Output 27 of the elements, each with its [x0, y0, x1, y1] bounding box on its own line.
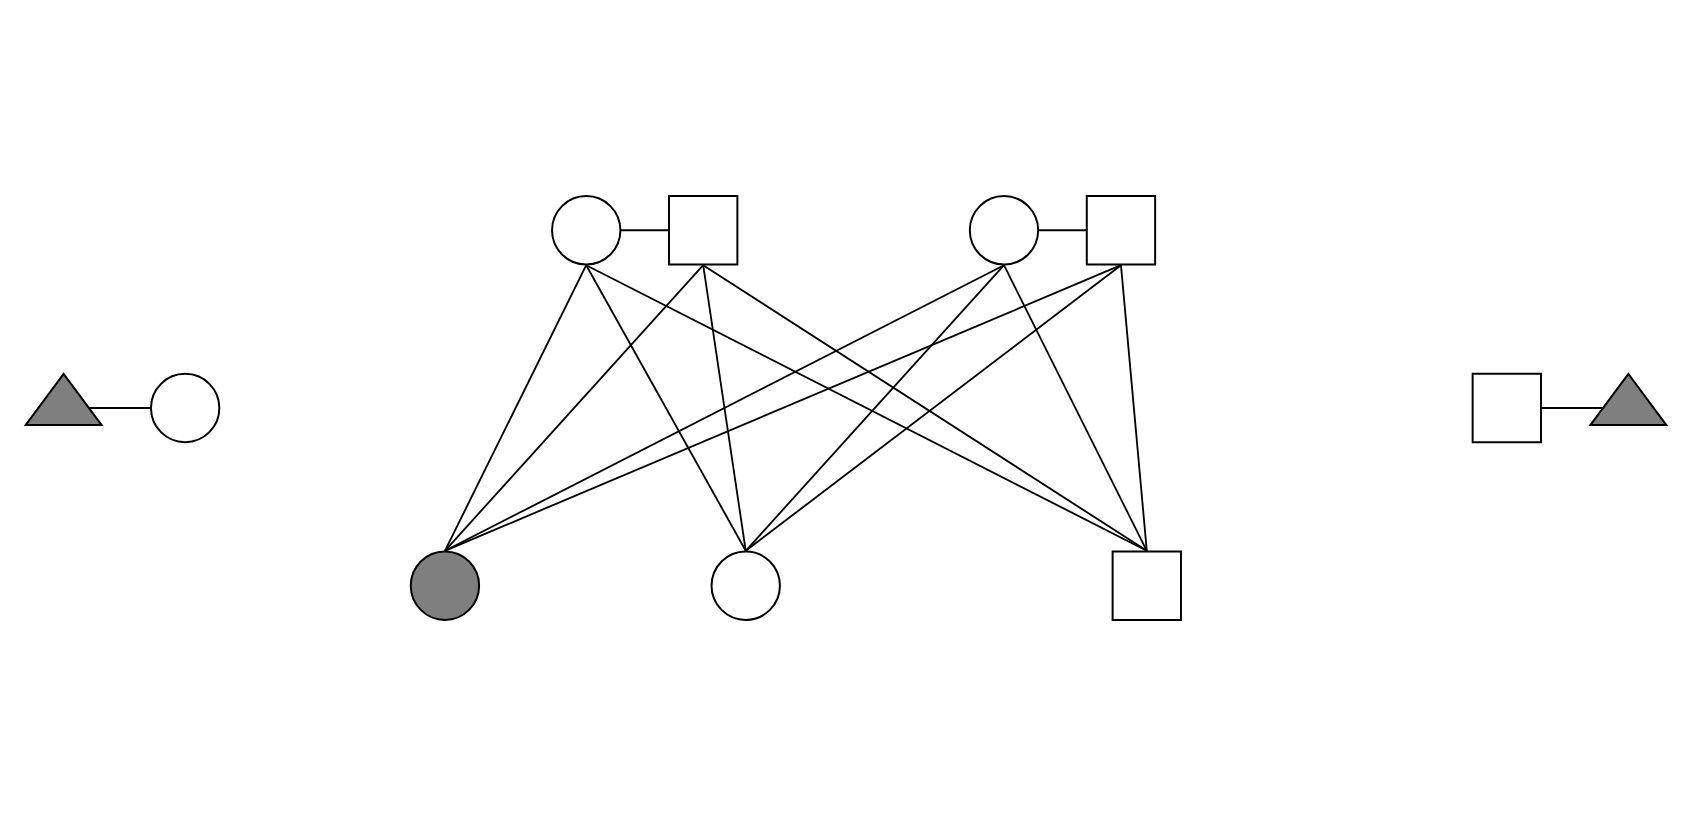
node-square	[668, 194, 739, 265]
node-triangle	[1588, 371, 1669, 426]
node-circle	[150, 371, 221, 443]
node-square	[1111, 549, 1182, 620]
node-circle	[409, 549, 481, 620]
node-triangle	[23, 371, 104, 426]
connector	[1120, 263, 1148, 551]
connector	[1540, 406, 1604, 408]
connector	[702, 263, 747, 551]
connector	[585, 263, 747, 551]
connector	[444, 263, 705, 551]
connector	[1003, 263, 1148, 551]
node-square	[1471, 371, 1542, 443]
connector	[444, 263, 1122, 551]
connector	[585, 263, 1148, 551]
connector	[744, 263, 1005, 551]
connector	[702, 263, 1148, 551]
connector	[444, 263, 1005, 551]
connector	[1037, 228, 1088, 231]
connector	[744, 263, 1122, 551]
node-circle	[551, 194, 622, 265]
node-square	[1085, 194, 1157, 265]
node-circle	[968, 194, 1040, 265]
connector	[619, 228, 670, 231]
connector	[444, 263, 588, 551]
connector	[88, 406, 152, 408]
node-circle	[710, 549, 781, 620]
